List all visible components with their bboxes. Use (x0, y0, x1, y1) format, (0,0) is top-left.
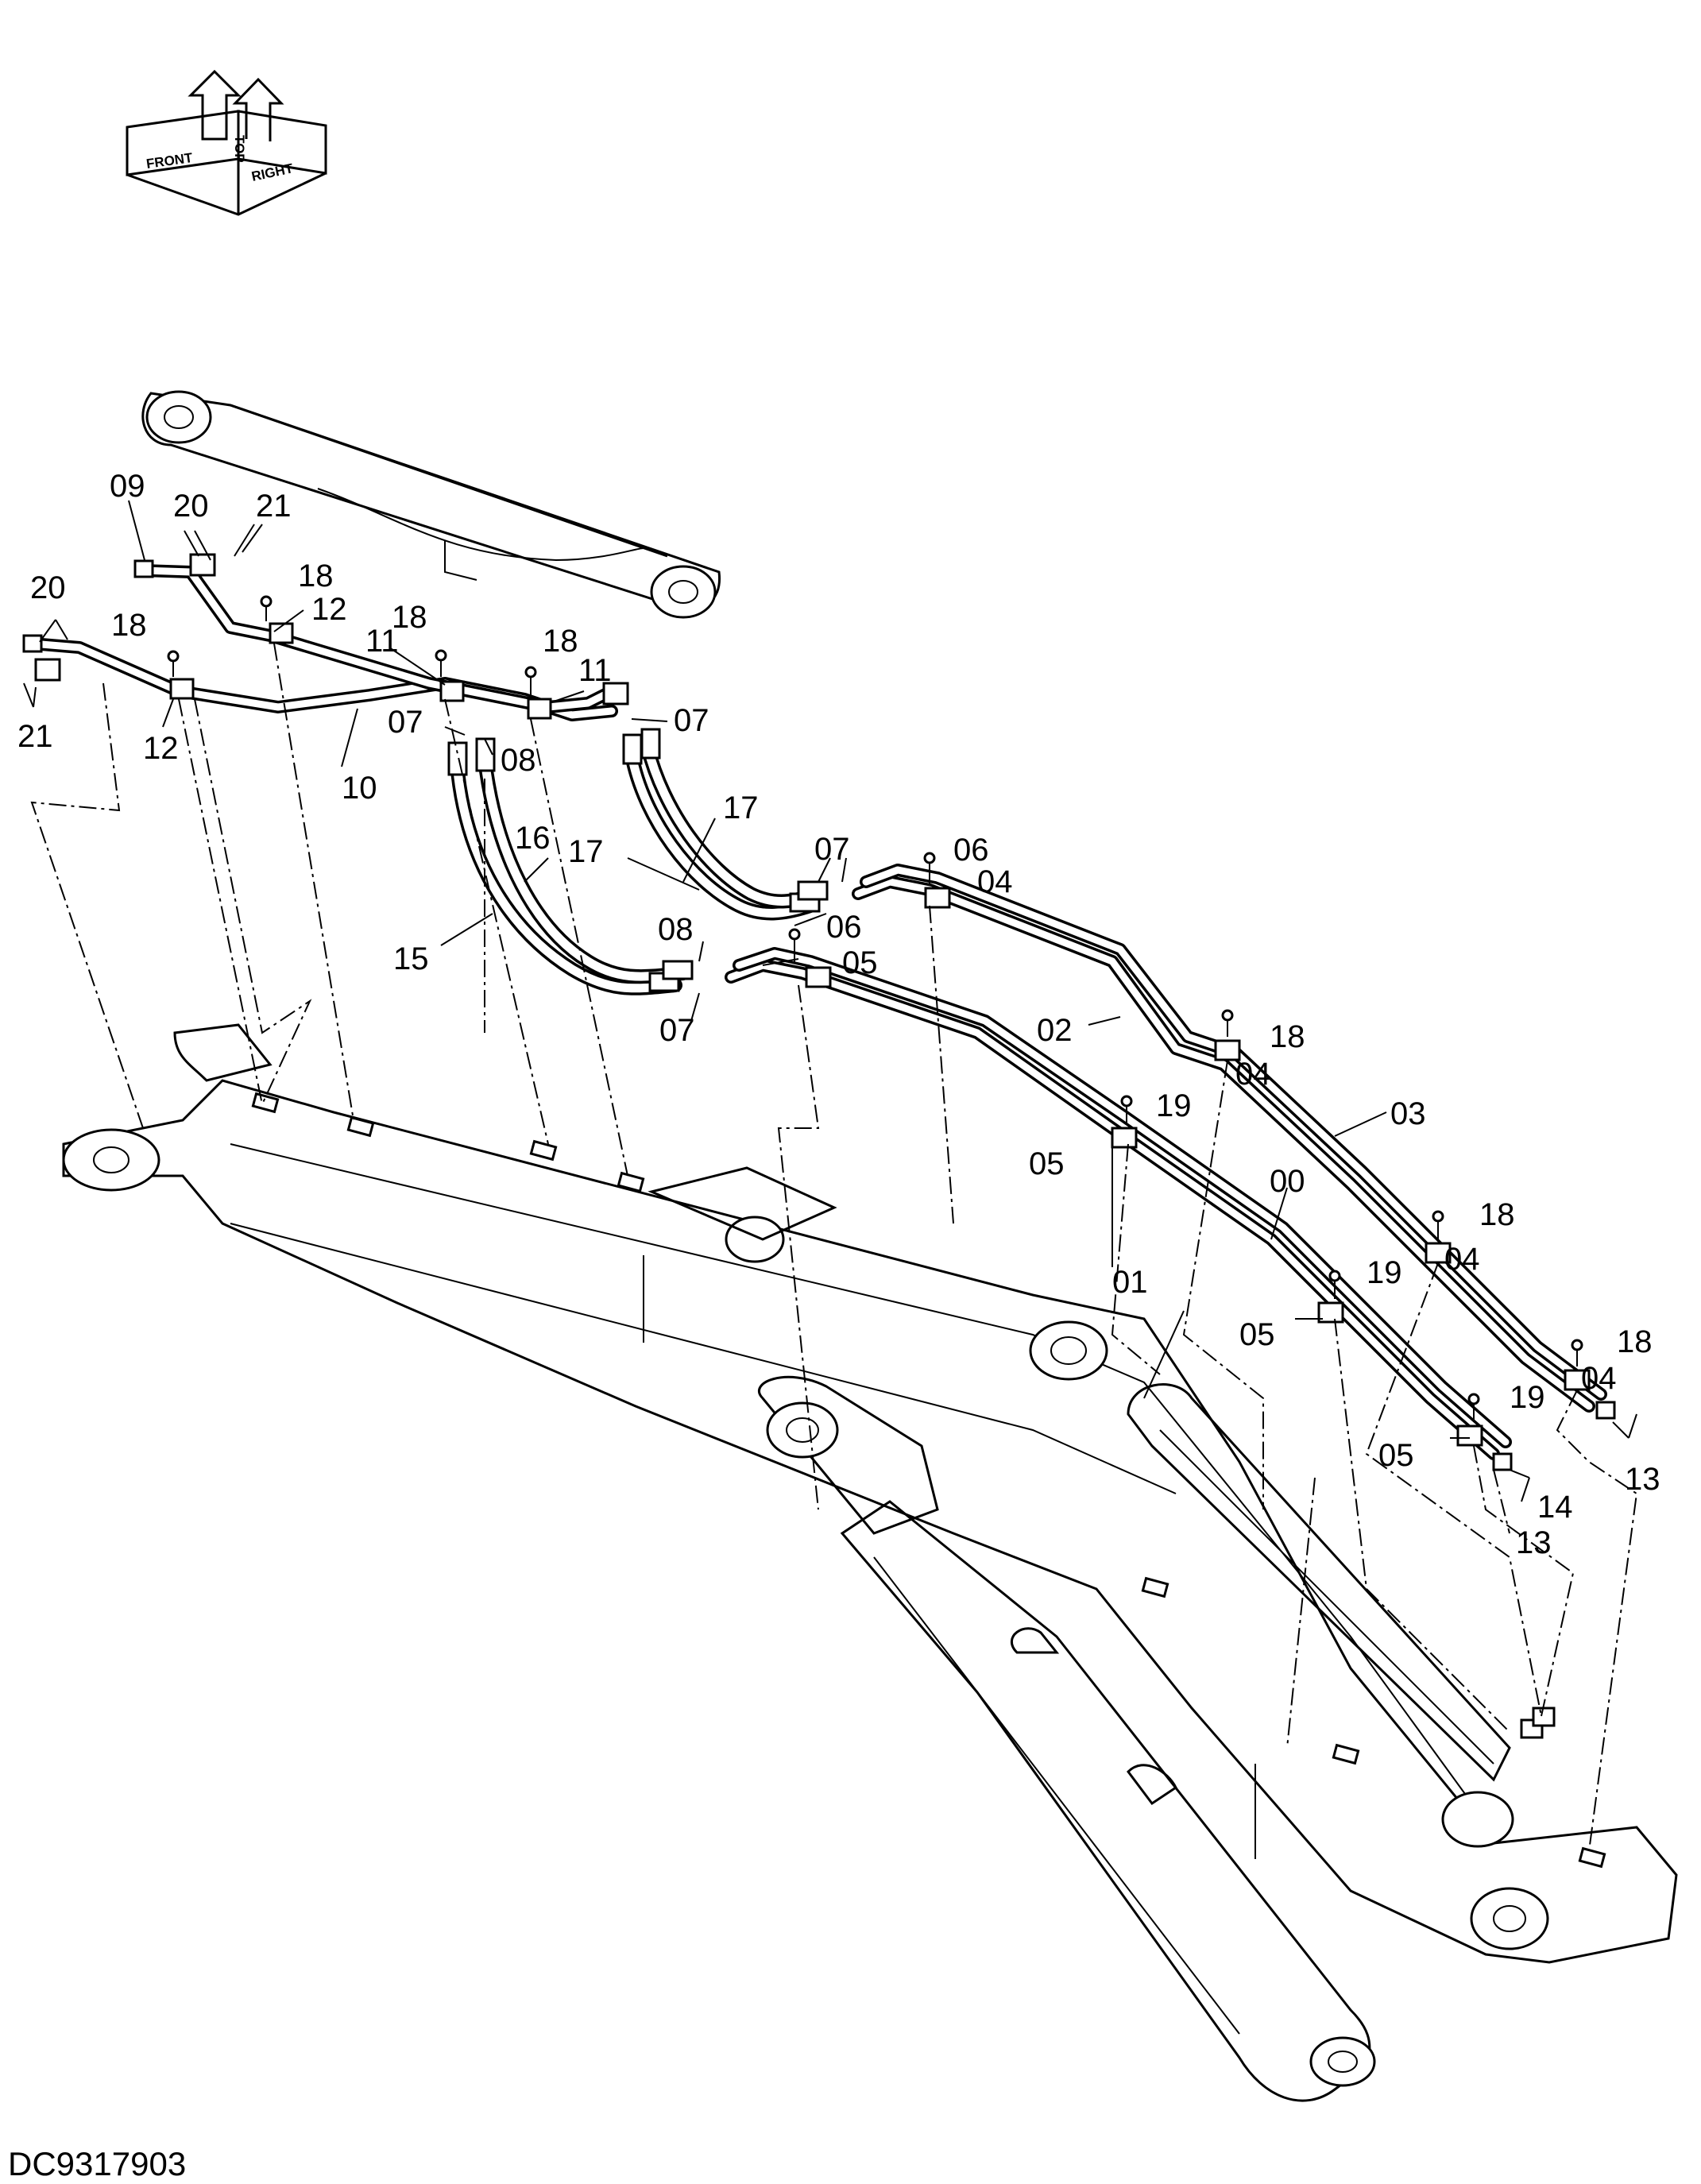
orientation-indicator: TOP FRONT RIGHT (126, 69, 327, 216)
hose-15-16 (447, 737, 694, 995)
callout-05-a: 05 (842, 945, 878, 980)
callout-05-b: 05 (1029, 1146, 1065, 1181)
callout-03: 03 (1390, 1096, 1426, 1131)
callout-18-a: 18 (298, 559, 334, 593)
drawing-code: DC9317903 (8, 2145, 186, 2182)
callout-04-c: 04 (1444, 1242, 1480, 1277)
orientation-top-label: TOP (232, 135, 247, 163)
hose-17 (622, 728, 829, 921)
callout-20-a: 20 (173, 489, 209, 524)
pipe-02-03 (852, 864, 1607, 1413)
callout-18-d: 18 (543, 624, 578, 659)
callout-07-c: 07 (814, 832, 850, 867)
callout-06-a: 06 (953, 833, 989, 868)
callout-12-b: 12 (143, 731, 179, 766)
boom-body (62, 1023, 1678, 1964)
callout-17-a: 17 (568, 834, 604, 869)
bolts (167, 595, 1583, 1422)
callout-labels: 00 01 02 03 04 04 04 04 05 05 05 05 06 0… (17, 469, 1660, 1560)
callout-19-a: 19 (1156, 1088, 1192, 1123)
callout-05-c: 05 (1239, 1317, 1275, 1352)
callout-21-b: 21 (17, 719, 53, 754)
construction-lines (30, 643, 1638, 1852)
callout-02: 02 (1037, 1013, 1073, 1048)
callout-05-d: 05 (1378, 1438, 1414, 1473)
callout-10: 10 (342, 771, 377, 806)
callout-09: 09 (110, 469, 145, 504)
callout-16: 16 (515, 821, 551, 856)
callout-04-b: 04 (1235, 1057, 1271, 1092)
callout-18-f: 18 (1479, 1197, 1515, 1232)
callout-07-d: 07 (659, 1013, 695, 1048)
callout-06-b: 06 (826, 910, 862, 945)
callout-21-a: 21 (256, 489, 292, 524)
pipe-09 (137, 564, 618, 713)
callout-18-e: 18 (1270, 1019, 1305, 1054)
callout-08-b: 08 (658, 912, 694, 947)
boom-cylinder-right (1127, 1383, 1511, 1782)
callout-12-a: 12 (311, 592, 347, 627)
orientation-right-label: RIGHT (250, 160, 295, 184)
callout-01: 01 (1112, 1265, 1148, 1300)
callout-13-b: 13 (1516, 1525, 1552, 1560)
callout-11-a: 11 (365, 624, 399, 659)
orientation-front-label: FRONT (145, 150, 194, 172)
callout-07-b: 07 (674, 703, 709, 738)
leader-lines (23, 500, 1637, 1502)
arm-cylinder (840, 1500, 1376, 2102)
callout-11-b: 11 (578, 653, 612, 688)
boom-cylinder-top (141, 390, 721, 619)
callout-08-a: 08 (501, 743, 536, 778)
callout-18-g: 18 (1617, 1324, 1653, 1359)
fittings (22, 553, 1616, 1739)
callout-18-c: 18 (392, 600, 427, 635)
callout-07-a: 07 (388, 705, 423, 740)
callout-20-b: 20 (30, 570, 66, 605)
callout-13-a: 13 (1625, 1462, 1660, 1497)
callout-04-d: 04 (1581, 1361, 1617, 1396)
callout-14: 14 (1537, 1490, 1573, 1525)
clamps (169, 622, 1591, 1447)
callout-00: 00 (1270, 1164, 1305, 1199)
callout-04-a: 04 (977, 864, 1013, 899)
callout-19-b: 19 (1367, 1255, 1402, 1290)
callout-18-b: 18 (111, 608, 147, 643)
callout-17-b: 17 (723, 790, 759, 825)
callout-19-c: 19 (1510, 1380, 1545, 1415)
pipe-01-00 (725, 947, 1512, 1460)
callout-15: 15 (393, 941, 429, 976)
